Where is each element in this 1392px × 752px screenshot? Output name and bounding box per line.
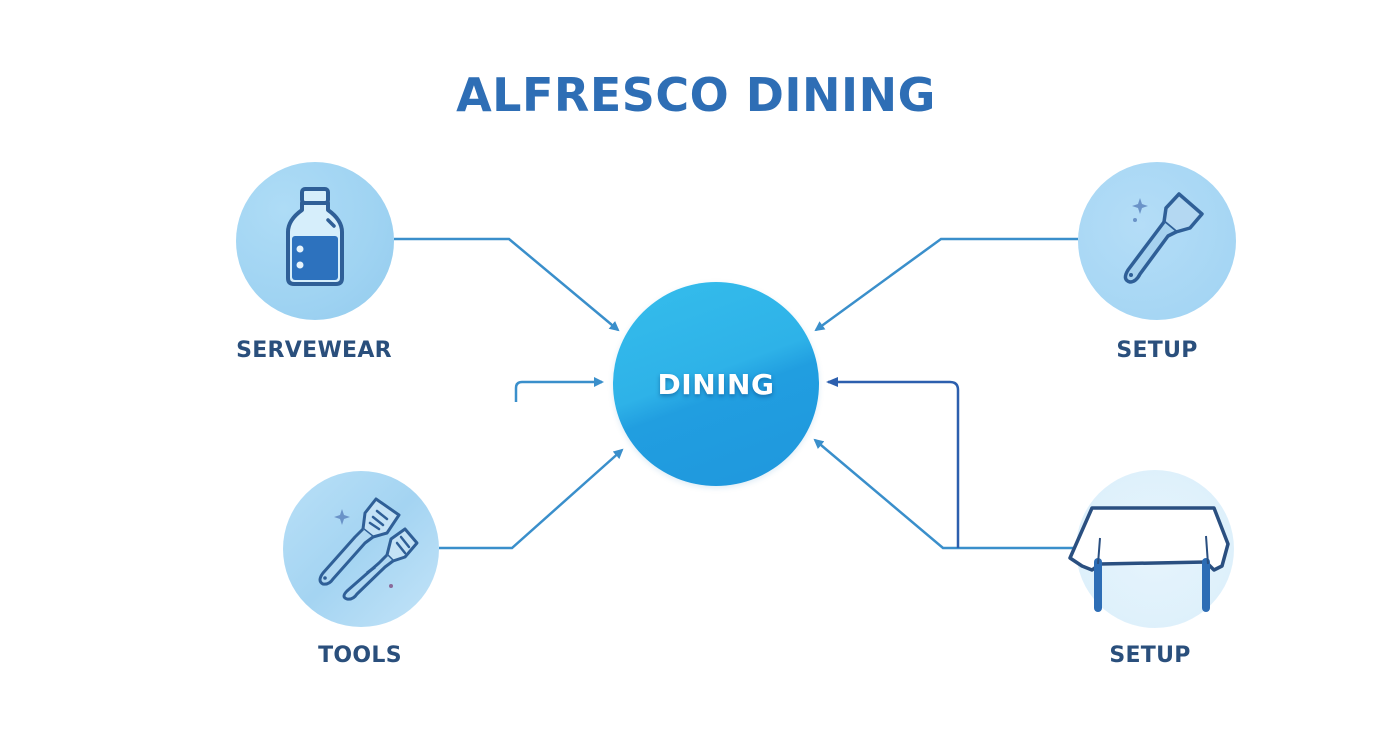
connector-left-stub [514,377,604,402]
label-setup-top: SETUP [1116,338,1198,363]
center-node-dining: DINING [613,282,819,486]
node-tools [283,471,439,627]
connector-setup-bottom [813,438,1080,550]
label-setup-bottom: SETUP [1109,643,1191,668]
connector-setup-bottom-dark [826,377,960,548]
spatula-icon [1123,192,1204,284]
connector-tools [439,448,624,550]
table-icon [1068,506,1230,612]
label-tools: TOOLS [318,643,402,668]
spatula-fork-icon [318,497,419,601]
connector-servewear [394,237,620,332]
center-label: DINING [657,367,775,401]
diagram-title: ALFRESCO DINING [456,68,936,122]
node-servewear [236,162,394,320]
connector-setup-top [814,237,1078,332]
bottle-icon [286,187,344,286]
label-servewear: SERVEWEAR [236,338,392,363]
node-setup-bottom [1068,470,1234,628]
node-setup-top [1078,162,1236,320]
